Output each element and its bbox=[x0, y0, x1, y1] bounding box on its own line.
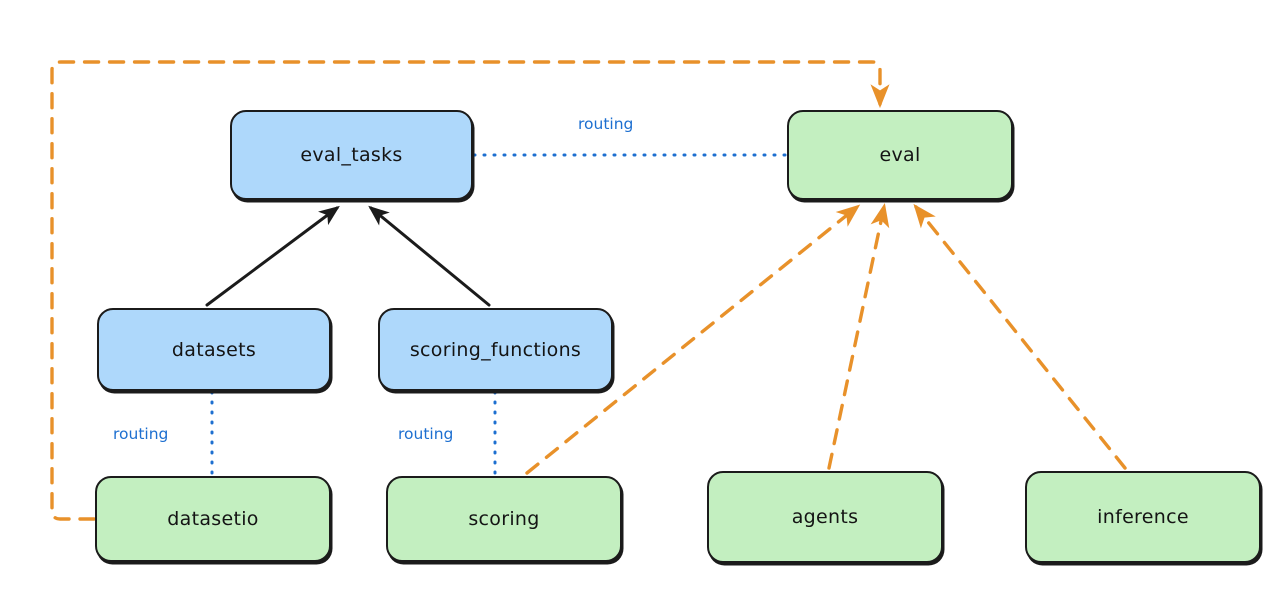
node-eval[interactable]: eval bbox=[787, 110, 1013, 200]
node-label-eval-tasks: eval_tasks bbox=[300, 144, 403, 166]
edge-label-routing-datasets-datasetio: routing bbox=[113, 425, 169, 443]
node-label-datasetio: datasetio bbox=[167, 508, 259, 530]
edge-scoring-functions-to-eval-tasks bbox=[368, 205, 491, 307]
node-label-scoring: scoring bbox=[468, 508, 540, 530]
edge-agents-to-eval bbox=[827, 203, 890, 470]
edge-label-routing-eval-tasks-eval: routing bbox=[578, 115, 634, 133]
edge-inference-to-eval bbox=[913, 203, 1127, 470]
node-label-agents: agents bbox=[791, 506, 859, 528]
edge-label-routing-scoring-functions-scoring: routing bbox=[398, 425, 454, 443]
node-label-eval: eval bbox=[879, 144, 921, 166]
node-eval-tasks[interactable]: eval_tasks bbox=[230, 110, 473, 200]
node-scoring-functions[interactable]: scoring_functions bbox=[378, 308, 613, 391]
edge-datasets-to-eval-tasks bbox=[205, 205, 340, 307]
node-label-datasets: datasets bbox=[171, 338, 257, 361]
node-scoring[interactable]: scoring bbox=[386, 476, 622, 562]
node-agents[interactable]: agents bbox=[707, 471, 943, 563]
node-label-scoring-functions: scoring_functions bbox=[409, 338, 582, 361]
node-label-inference: inference bbox=[1097, 506, 1189, 528]
node-inference[interactable]: inference bbox=[1025, 471, 1261, 563]
node-datasets[interactable]: datasets bbox=[97, 308, 331, 391]
node-datasetio[interactable]: datasetio bbox=[95, 476, 331, 562]
